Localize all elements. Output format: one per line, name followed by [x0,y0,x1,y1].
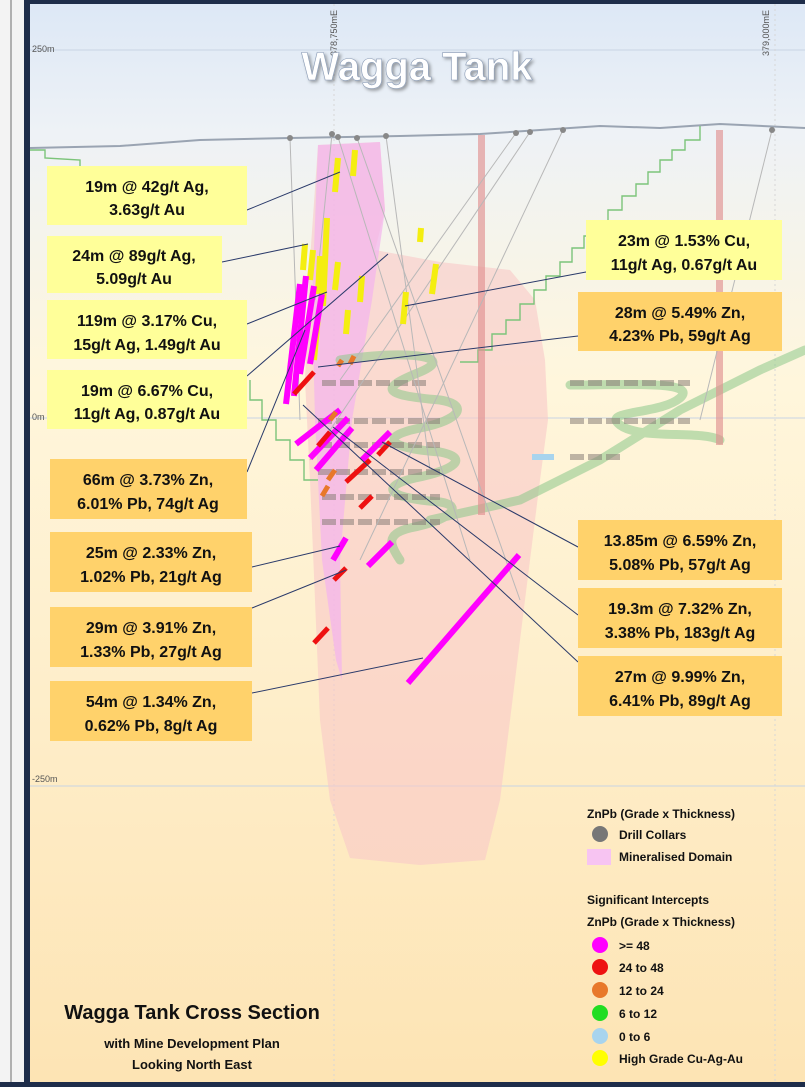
legend-swatch-ge-48 [592,937,608,953]
intercept-label-box [50,681,252,741]
legend-label-24-to-48: 24 to 48 [619,961,664,975]
label-leader-lines [221,171,587,694]
level-developments [318,380,690,525]
vertical-shafts [478,130,723,515]
mineralised-domain-swatch [587,849,611,865]
intercept-label-line2: 3.38% Pb, 183g/t Ag [605,625,756,642]
intercept-label-line1: 54m @ 1.34% Zn, [86,694,216,711]
section-caption-line2: Looking North East [132,1057,253,1072]
section-caption-title: Wagga Tank Cross Section [64,1002,320,1024]
intercept-label-line1: 29m @ 3.91% Zn, [86,620,216,637]
intercept-label-line1: 19m @ 42g/t Ag, [85,179,208,196]
intercept-label-box [47,166,247,225]
intercept-label-line2: 11g/t Ag, 0.87g/t Au [74,406,220,423]
intercept-label-line1: 28m @ 5.49% Zn, [615,305,745,322]
legend-significant-subheader: ZnPb (Grade x Thickness) [587,915,735,929]
legend: ZnPb (Grade x Thickness) Drill Collars M… [587,807,743,1066]
intercept-label-line2: 6.01% Pb, 74g/t Ag [77,496,219,513]
legend-label-ge-48: >= 48 [619,939,650,953]
intercept-label-line1: 19m @ 6.67% Cu, [81,383,213,400]
intercept-label-left-6: 29m @ 3.91% Zn, 1.33% Pb, 27g/t Ag [50,607,252,667]
intercept-label-box [50,532,252,592]
intercept-label-line2: 1.33% Pb, 27g/t Ag [80,644,222,661]
intercept-label-line2: 5.09g/t Au [96,271,172,288]
legend-label-high-grade: High Grade Cu-Ag-Au [619,1052,743,1066]
legend-significant-header: Significant Intercepts [587,893,709,907]
legend-mineralised-domain: Mineralised Domain [619,850,732,864]
intercept-label-left-2: 119m @ 3.17% Cu, 15g/t Ag, 1.49g/t Au [47,300,247,359]
intercept-label-right-1: 28m @ 5.49% Zn, 4.23% Pb, 59g/t Ag [578,292,782,351]
intercept-label-left-5: 25m @ 2.33% Zn, 1.02% Pb, 21g/t Ag [50,532,252,592]
intercept-label-left-0: 19m @ 42g/t Ag, 3.63g/t Au [47,166,247,225]
legend-label-0-to-6: 0 to 6 [619,1030,651,1044]
legend-drill-collars: Drill Collars [619,828,687,842]
intercept-label-line2: 11g/t Ag, 0.67g/t Au [611,257,757,274]
intercept-label-line1: 27m @ 9.99% Zn, [615,669,745,686]
intercept-label-right-4: 27m @ 9.99% Zn, 6.41% Pb, 89g/t Ag [578,656,782,716]
intercept-0-to-6 [532,454,554,460]
figure-title: Wagga Tank [301,45,533,89]
intercept-label-box [578,588,782,648]
topographic-surface [29,122,805,149]
drill-collars [287,127,775,141]
legend-label-12-to-24: 12 to 24 [619,984,664,998]
intercept-label-left-7: 54m @ 1.34% Zn, 0.62% Pb, 8g/t Ag [50,681,252,741]
easting-label-left: 378,750mE [329,10,339,56]
intercept-label-line2: 3.63g/t Au [109,202,185,219]
intercept-label-box [47,300,247,359]
intercept-label-line1: 24m @ 89g/t Ag, [72,248,195,265]
elevation-label-bottom: -250m [32,774,58,784]
section-caption-line1: with Mine Development Plan [103,1036,280,1051]
intercept-label-box [47,236,222,293]
intercept-label-box [50,607,252,667]
left-page-rule [10,0,12,1082]
intercept-label-box [578,656,782,716]
drill-collar-swatch [592,826,608,842]
intercept-labels-right: 23m @ 1.53% Cu, 11g/t Ag, 0.67g/t Au 28m… [578,220,782,716]
legend-swatch-high-grade [592,1050,608,1066]
legend-swatch-12-to-24 [592,982,608,998]
intercept-label-right-0: 23m @ 1.53% Cu, 11g/t Ag, 0.67g/t Au [586,220,782,280]
intercept-label-left-3: 19m @ 6.67% Cu, 11g/t Ag, 0.87g/t Au [47,370,247,429]
legend-swatch-6-to-12 [592,1005,608,1021]
intercept-label-line2: 6.41% Pb, 89g/t Ag [609,693,751,710]
intercept-label-right-3: 19.3m @ 7.32% Zn, 3.38% Pb, 183g/t Ag [578,588,782,648]
intercept-label-line1: 25m @ 2.33% Zn, [86,545,216,562]
mineralised-domain-core [312,142,385,680]
intercept-label-line2: 4.23% Pb, 59g/t Ag [609,328,751,345]
intercept-label-line2: 15g/t Ag, 1.49g/t Au [73,337,220,354]
intercept-label-line2: 1.02% Pb, 21g/t Ag [80,569,222,586]
legend-swatch-0-to-6 [592,1028,608,1044]
legend-label-6-to-12: 6 to 12 [619,1007,657,1021]
intercept-label-right-2: 13.85m @ 6.59% Zn, 5.08% Pb, 57g/t Ag [578,520,782,580]
legend-header: ZnPb (Grade x Thickness) [587,807,735,821]
intercept-label-box [578,520,782,580]
intercept-label-line1: 66m @ 3.73% Zn, [83,472,213,489]
intercept-label-box [586,220,782,280]
easting-label-right: 379,000mE [761,10,771,56]
intercept-label-line2: 5.08% Pb, 57g/t Ag [609,557,751,574]
intercept-label-line1: 19.3m @ 7.32% Zn, [608,601,752,618]
elevation-label-middle: 0m [32,412,45,422]
elevation-label-top: 250m [32,44,55,54]
intercept-label-line1: 23m @ 1.53% Cu, [618,233,750,250]
intercept-label-box [50,459,247,519]
intercept-label-box [47,370,247,429]
intercept-label-line1: 13.85m @ 6.59% Zn, [604,533,757,550]
intercept-label-left-4: 66m @ 3.73% Zn, 6.01% Pb, 74g/t Ag [50,459,247,519]
intercept-labels-left: 19m @ 42g/t Ag, 3.63g/t Au 24m @ 89g/t A… [47,166,252,741]
intercept-label-left-1: 24m @ 89g/t Ag, 5.09g/t Au [47,236,222,293]
legend-swatch-24-to-48 [592,959,608,975]
intercept-label-line1: 119m @ 3.17% Cu, [77,313,217,330]
intercept-label-box [578,292,782,351]
intercept-label-line2: 0.62% Pb, 8g/t Ag [85,718,218,735]
